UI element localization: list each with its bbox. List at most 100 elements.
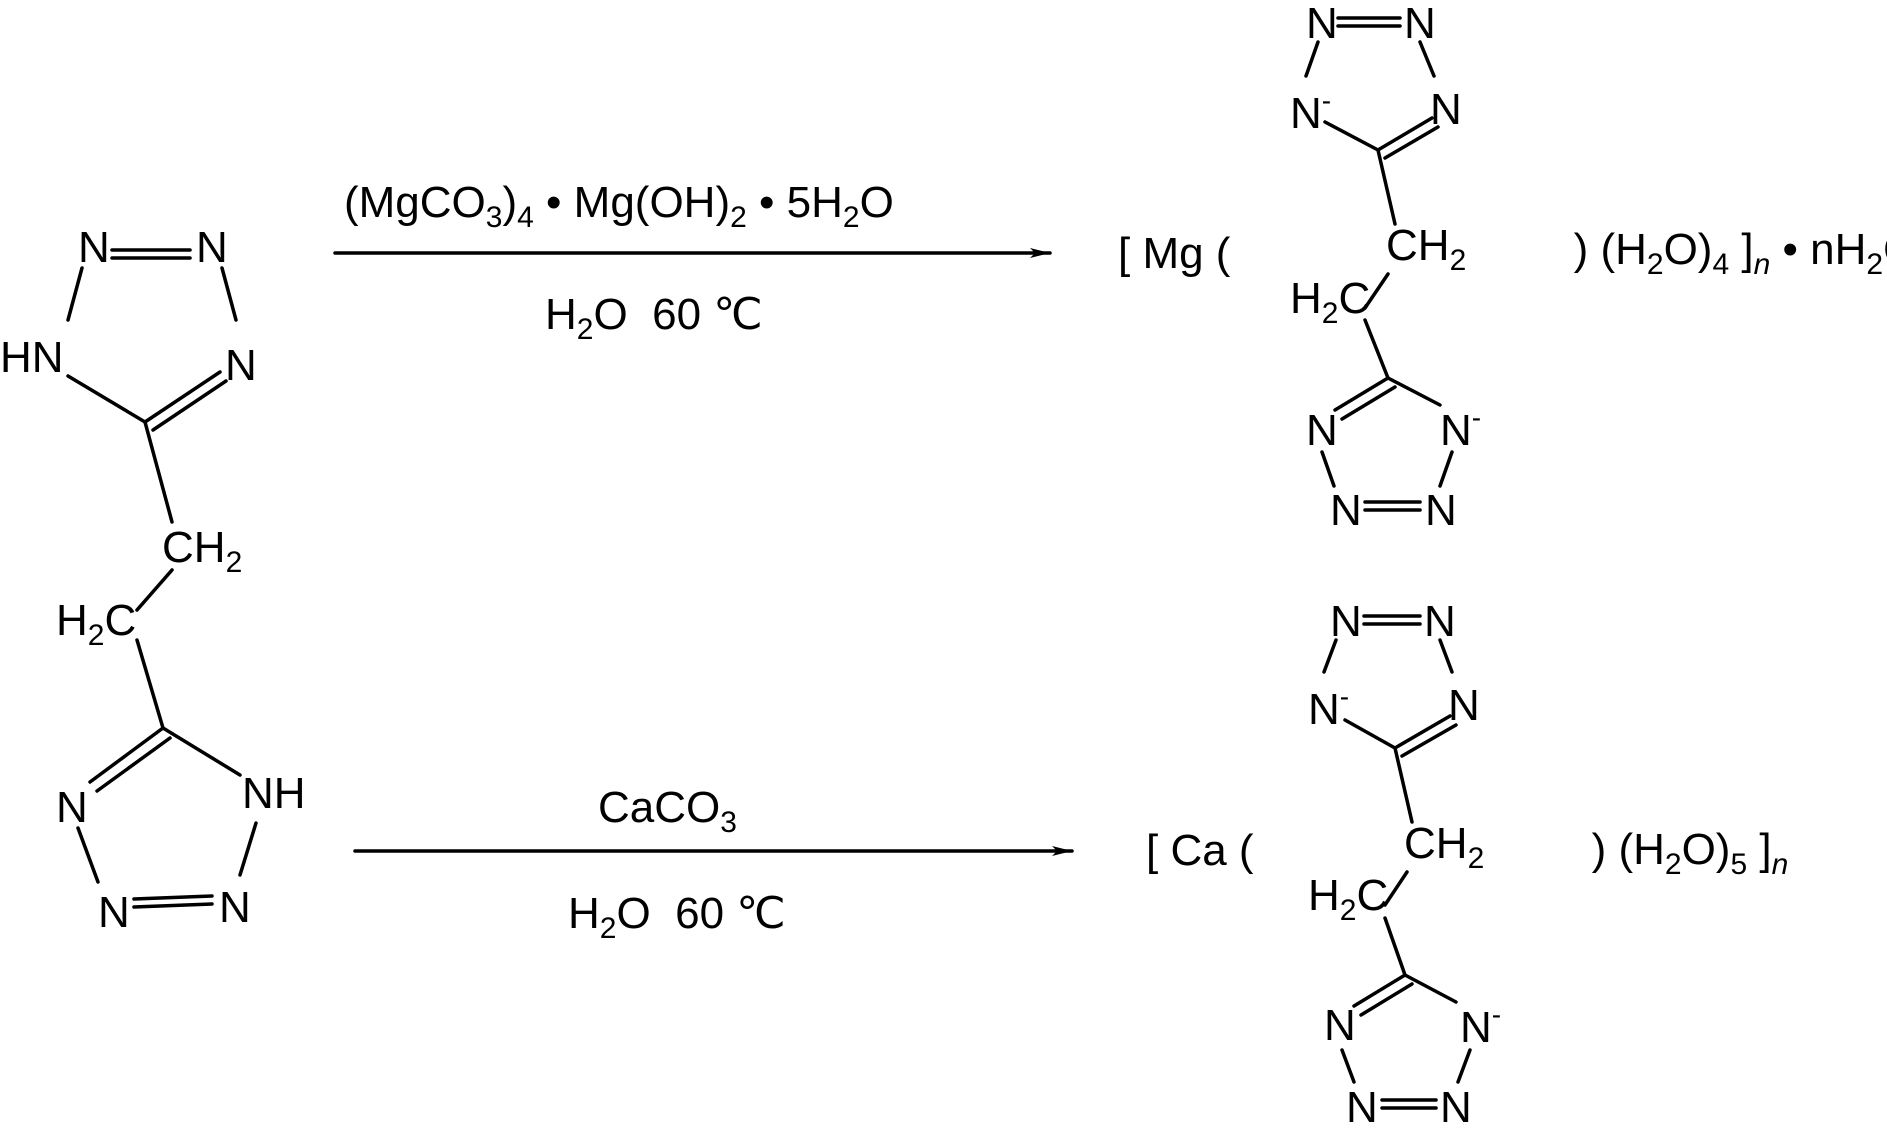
bond	[1376, 116, 1434, 152]
bond	[1383, 870, 1409, 907]
product-ca: [ Ca ( N N N- N CH2 ) (H2O)5 ]n	[1146, 597, 1849, 1130]
atom-label: N	[56, 783, 88, 832]
bond	[1363, 272, 1390, 310]
atom-label: N	[1404, 0, 1436, 48]
subscript: 2	[88, 619, 105, 652]
atom-label: N	[1425, 486, 1457, 535]
bond	[1418, 40, 1436, 78]
bond	[1340, 1048, 1356, 1084]
atom-label: H	[1290, 274, 1322, 323]
atom-label: H	[1308, 871, 1340, 920]
subscript: 4	[1712, 248, 1729, 281]
atom-label: N	[1306, 406, 1338, 455]
bond	[1363, 318, 1390, 380]
reagent-text: • Mg(OH)	[534, 178, 730, 227]
charge-sign: -	[1492, 999, 1501, 1030]
atom-label: H2C	[56, 596, 136, 652]
atom-label: N	[1346, 1083, 1378, 1130]
bond	[1340, 385, 1397, 421]
reagent-label: (MgCO3)4 • Mg(OH)2 • 5H2O	[344, 178, 894, 234]
atom-label: N	[1308, 685, 1340, 734]
subscript: 4	[517, 201, 534, 234]
bond	[143, 420, 174, 524]
text-fragment: )	[1574, 225, 1589, 274]
atom-label: N	[1324, 1001, 1356, 1050]
polymer-index: n	[1754, 248, 1771, 281]
bond	[1393, 746, 1414, 824]
reagent-label: CaCO3	[598, 783, 737, 839]
bond	[132, 902, 214, 909]
bond	[66, 374, 147, 424]
reaction-mg: (MgCO3)4 • Mg(OH)2 • 5H2O H2O 60 ℃	[333, 178, 1052, 346]
atom-label: C	[1356, 871, 1388, 920]
reagent-text: (MgCO	[344, 178, 486, 227]
atom-label: C	[104, 596, 136, 645]
bond	[95, 736, 172, 793]
charge-sign: -	[1340, 681, 1349, 712]
atom-label: CH	[162, 523, 226, 572]
bond	[220, 266, 238, 322]
bond	[66, 266, 84, 322]
reagent-text: O	[860, 178, 894, 227]
bond	[1359, 982, 1414, 1017]
bond	[1352, 973, 1407, 1008]
atom-label: N	[78, 223, 110, 272]
atom-label: C	[1338, 274, 1370, 323]
atom-label: N	[1440, 406, 1472, 455]
subscript: 2	[1866, 248, 1883, 281]
atom-label: N-	[1440, 402, 1481, 455]
text-fragment: • nH	[1770, 225, 1866, 274]
reactant-structure: N N HN N CH2 H2C N NH N N	[0, 223, 306, 937]
bond	[132, 894, 214, 901]
atom-label: N	[1460, 1003, 1492, 1052]
atom-label: CH	[1386, 221, 1450, 270]
text-fragment: O)	[1682, 825, 1731, 874]
bond	[1438, 450, 1454, 488]
subscript: 2	[577, 313, 594, 346]
atom-label: N	[1440, 1083, 1472, 1130]
reaction-ca: CaCO3 H2O 60 ℃	[353, 783, 1074, 945]
subscript: 2	[600, 912, 617, 945]
atom-label: CH2	[162, 523, 242, 579]
subscript: 5	[1730, 848, 1747, 881]
text-label: ) (H2O)5 ]n	[1506, 825, 1849, 884]
subscript: 2	[1340, 894, 1357, 927]
text-fragment: )	[1592, 825, 1607, 874]
bond	[161, 726, 242, 777]
charge-sign: -	[1322, 85, 1331, 116]
conditions-text: H	[545, 290, 577, 339]
bond	[1333, 376, 1390, 412]
atom-label: N	[196, 223, 228, 272]
atom-label: N	[1430, 85, 1462, 134]
bond	[1304, 40, 1320, 78]
atom-label: NH	[242, 769, 306, 818]
subscript: 2	[1665, 848, 1682, 881]
bond	[143, 370, 222, 424]
bond	[1438, 638, 1454, 674]
bond	[151, 379, 228, 432]
conditions-text: O 60 ℃	[593, 290, 762, 339]
text-fragment: ]	[1747, 825, 1771, 874]
reagent-text: CaCO	[598, 783, 720, 832]
atom-label: N	[1306, 0, 1338, 48]
bond	[1456, 1048, 1472, 1084]
subscript: 2	[1468, 842, 1485, 875]
atom-label: HN	[0, 333, 64, 382]
atom-label: N	[1290, 89, 1322, 138]
subscript: 2	[730, 201, 747, 234]
bond	[1403, 973, 1458, 1004]
reagent-text: • 5H	[747, 178, 843, 227]
bond	[135, 638, 165, 730]
atom-label: N	[1330, 597, 1362, 646]
atom-label: N	[1424, 597, 1456, 646]
atom-label: N	[1330, 486, 1362, 535]
bond	[1383, 916, 1407, 977]
bond	[238, 821, 258, 877]
subscript: 2	[1450, 244, 1467, 277]
atom-label: N	[225, 341, 257, 390]
bond	[1393, 714, 1452, 750]
bond	[88, 726, 165, 784]
bond	[1323, 120, 1380, 152]
product-mg: [ Mg ( N N N- N CH2 ) (H2O)4 ]n • nH2O	[1118, 0, 1887, 535]
